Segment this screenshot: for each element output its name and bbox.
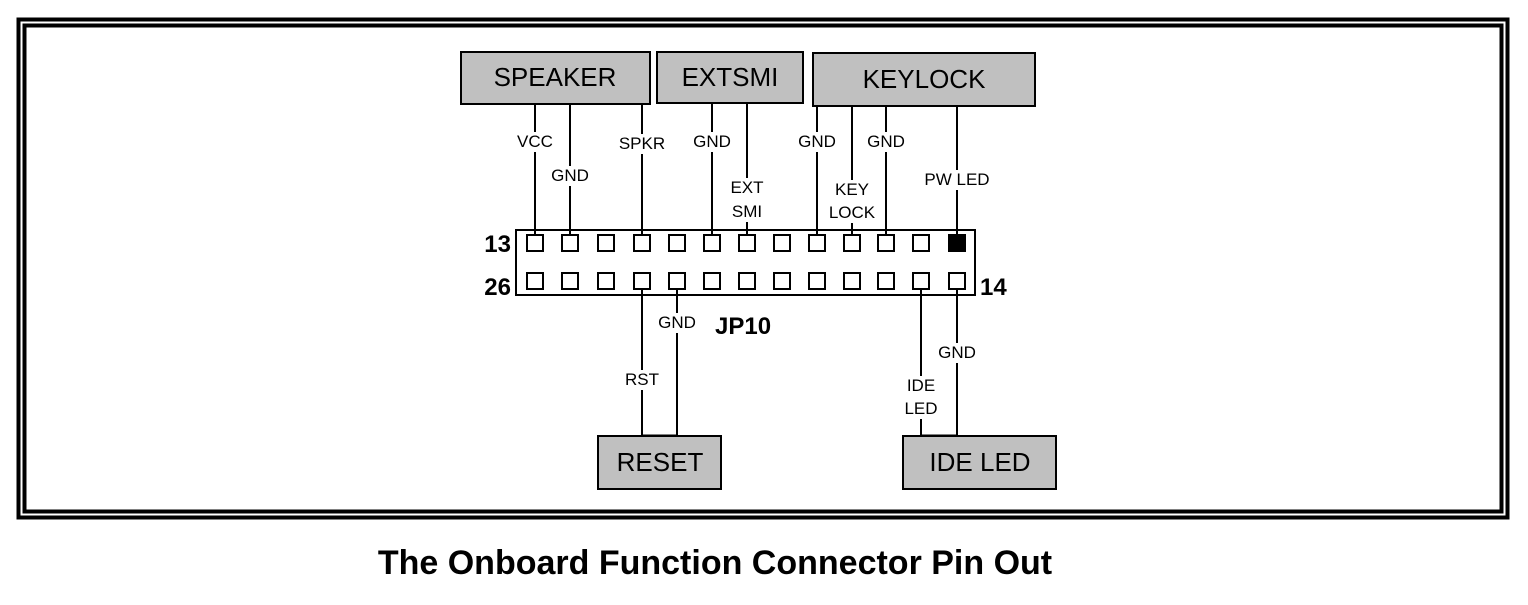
signal-label: RST: [625, 370, 659, 389]
top-pin-12: [912, 234, 930, 252]
signal-label: GND: [938, 343, 976, 362]
label-background: [728, 178, 766, 222]
label-background: [516, 132, 554, 152]
signal-labels: VCC GND SPKR GND EXT SMI GND KEY LOCK GND PW LED RS…: [516, 132, 991, 419]
label-background: [693, 132, 731, 152]
top-pin-6: [703, 234, 721, 252]
connector-name: JP10: [715, 313, 771, 340]
label-background: [938, 343, 976, 363]
top-pin-13: [948, 234, 966, 252]
top-pin-1: [526, 234, 544, 252]
header-keylock: KEYLOCK: [812, 52, 1036, 107]
bottom-pin-13: [948, 272, 966, 290]
bottom-pin-2: [561, 272, 579, 290]
figure-caption: The Onboard Function Connector Pin Out: [377, 544, 1053, 582]
label-background: [923, 170, 991, 190]
label-background: [623, 370, 661, 390]
connector-body: [515, 229, 976, 296]
top-pin-9: [808, 234, 826, 252]
signal-label: SPKR: [619, 134, 665, 153]
bottom-pin-5: [668, 272, 686, 290]
bottom-pin-4: [633, 272, 651, 290]
header-reset-label: RESET: [617, 447, 704, 477]
signal-label: IDE: [907, 376, 935, 395]
signal-label: LOCK: [829, 203, 876, 222]
top-pin-4: [633, 234, 651, 252]
inner-frame: [22, 23, 1504, 514]
top-pin-7: [738, 234, 756, 252]
bottom-pin-1: [526, 272, 544, 290]
label-background: [902, 376, 940, 419]
bottom-pin-3: [597, 272, 615, 290]
header-extsmi-label: EXTSMI: [682, 62, 779, 92]
signal-label: SMI: [732, 202, 762, 221]
bottom-pin-11: [877, 272, 895, 290]
top-pin-10: [843, 234, 861, 252]
header-speaker-label: SPEAKER: [494, 62, 617, 92]
top-pin-11: [877, 234, 895, 252]
signal-label: LED: [904, 399, 937, 418]
outer-frame: [16, 17, 1510, 520]
signal-label: KEY: [835, 180, 869, 199]
signal-label: PW LED: [924, 170, 989, 189]
signal-label: GND: [867, 132, 905, 151]
pin-label-14: 14: [980, 274, 1007, 301]
header-ide-led-label: IDE LED: [929, 447, 1030, 477]
label-background: [658, 313, 696, 333]
pins: [526, 234, 966, 290]
bottom-pin-9: [808, 272, 826, 290]
label-background: [867, 132, 905, 152]
pin-label-13: 13: [484, 231, 511, 258]
label-background: [798, 132, 836, 152]
bottom-pin-6: [703, 272, 721, 290]
header-keylock-label: KEYLOCK: [863, 64, 986, 94]
bottom-pin-12: [912, 272, 930, 290]
header-ide-led: IDE LED: [902, 435, 1057, 490]
top-pin-5: [668, 234, 686, 252]
top-pin-2: [561, 234, 579, 252]
bottom-pin-7: [738, 272, 756, 290]
label-background: [828, 180, 876, 223]
header-reset: RESET: [597, 435, 722, 490]
signal-label: GND: [798, 132, 836, 151]
pin-label-26: 26: [484, 274, 511, 301]
bottom-pin-10: [843, 272, 861, 290]
bottom-pin-8: [773, 272, 791, 290]
signal-label: GND: [658, 313, 696, 332]
wires: [534, 103, 958, 438]
header-speaker: SPEAKER: [460, 51, 651, 105]
label-background: [551, 166, 589, 186]
connector-diagram: SPEAKER EXTSMI KEYLOCK RESET IDE LED 13 …: [16, 17, 1510, 520]
signal-label: GND: [551, 166, 589, 185]
label-background: [618, 134, 666, 154]
signal-label: GND: [693, 132, 731, 151]
top-pin-8: [773, 234, 791, 252]
top-pin-3: [597, 234, 615, 252]
header-extsmi: EXTSMI: [656, 51, 804, 104]
signal-label: VCC: [517, 132, 553, 151]
signal-label: EXT: [730, 178, 763, 197]
